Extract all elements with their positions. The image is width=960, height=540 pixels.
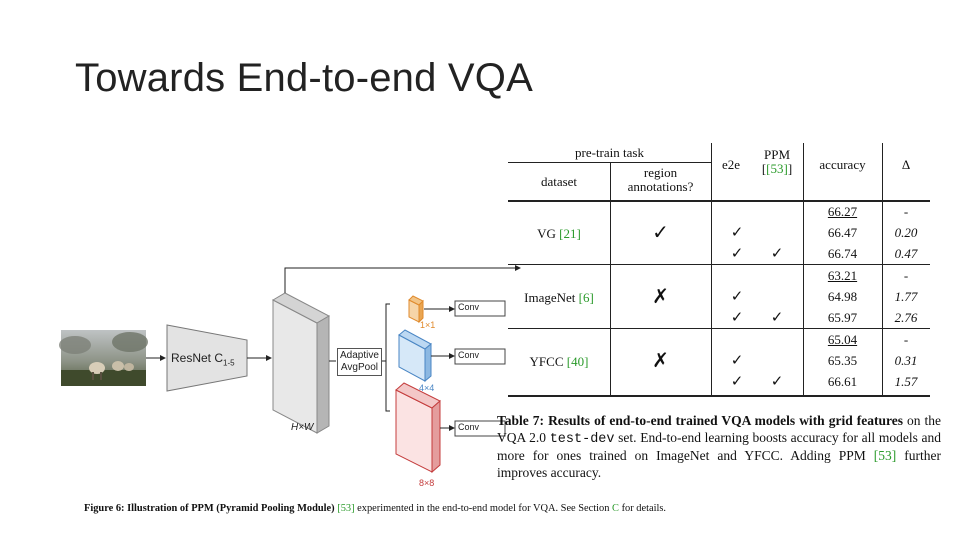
header-e2e: e2e: [711, 158, 751, 172]
figure-caption: Figure 6: Illustration of PPM (Pyramid P…: [84, 503, 666, 514]
region-imagenet: ✗: [610, 287, 711, 307]
acc-imagenet-2: 64.98: [803, 290, 882, 304]
table-caption: Table 7: Results of end-to-end trained V…: [497, 413, 941, 481]
pool-8x8: [396, 383, 440, 472]
header-accuracy: accuracy: [803, 158, 882, 172]
delta-yfcc-2: 0.31: [882, 354, 930, 368]
pool-8x8-label: 8×8: [419, 478, 434, 488]
resnet-label: ResNet C1-5: [171, 351, 235, 367]
ppm-vg-3: ✓: [751, 247, 803, 261]
delta-vg-2: 0.20: [882, 226, 930, 240]
conv-label-1: Conv: [458, 302, 479, 312]
conv-label-2: Conv: [458, 350, 479, 360]
delta-yfcc-1: -: [882, 333, 930, 347]
acc-imagenet-3: 65.97: [803, 311, 882, 325]
region-vg: ✓: [610, 223, 711, 243]
adaptive-pool-label: Adaptive AvgPool: [337, 348, 382, 376]
sheep-photo: [59, 330, 148, 386]
conv-label-3: Conv: [458, 422, 479, 432]
pool-4x4-label: 4×4: [419, 383, 434, 393]
delta-imagenet-2: 1.77: [882, 290, 930, 304]
header-delta: Δ: [882, 158, 930, 172]
header-pretrain: pre-train task: [508, 146, 711, 160]
acc-vg-2: 66.47: [803, 226, 882, 240]
pool-1x1: [409, 296, 423, 322]
acc-vg-3: 66.74: [803, 247, 882, 261]
delta-vg-1: -: [882, 205, 930, 219]
acc-yfcc-2: 65.35: [803, 354, 882, 368]
dataset-vg: VG [21]: [508, 227, 610, 241]
acc-yfcc-1: 65.04: [803, 333, 882, 347]
header-dataset: dataset: [508, 175, 610, 189]
delta-yfcc-3: 1.57: [882, 375, 930, 389]
dataset-yfcc: YFCC [40]: [508, 355, 610, 369]
ppm-imagenet-3: ✓: [751, 311, 803, 325]
e2e-yfcc-2: ✓: [711, 354, 763, 368]
acc-imagenet-1: 63.21: [803, 269, 882, 283]
e2e-vg-2: ✓: [711, 226, 763, 240]
region-yfcc: ✗: [610, 351, 711, 371]
delta-imagenet-3: 2.76: [882, 311, 930, 325]
delta-imagenet-1: -: [882, 269, 930, 283]
feature-size-label: H×W: [291, 422, 314, 433]
dataset-imagenet: ImageNet [6]: [508, 291, 610, 305]
e2e-imagenet-2: ✓: [711, 290, 763, 304]
header-region: region annotations?: [610, 166, 711, 194]
acc-vg-1: 66.27: [803, 205, 882, 219]
ppm-yfcc-3: ✓: [751, 375, 803, 389]
feature-map: [273, 293, 329, 433]
header-ppm: PPM [[53]]: [751, 148, 803, 176]
acc-yfcc-3: 66.61: [803, 375, 882, 389]
pool-4x4: [399, 330, 431, 381]
delta-vg-3: 0.47: [882, 247, 930, 261]
pool-1x1-label: 1×1: [420, 320, 435, 330]
